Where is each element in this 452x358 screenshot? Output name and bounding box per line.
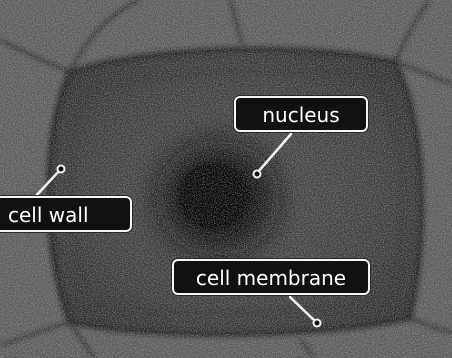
cell-wall-pointer-dot (58, 166, 65, 173)
nucleus-label: nucleus (234, 96, 368, 132)
cell-wall-label: cell wall (0, 196, 132, 232)
nucleus-pointer-dot (254, 171, 261, 178)
cell-membrane-label: cell membrane (172, 259, 370, 295)
cell-membrane-pointer-dot (314, 320, 321, 327)
